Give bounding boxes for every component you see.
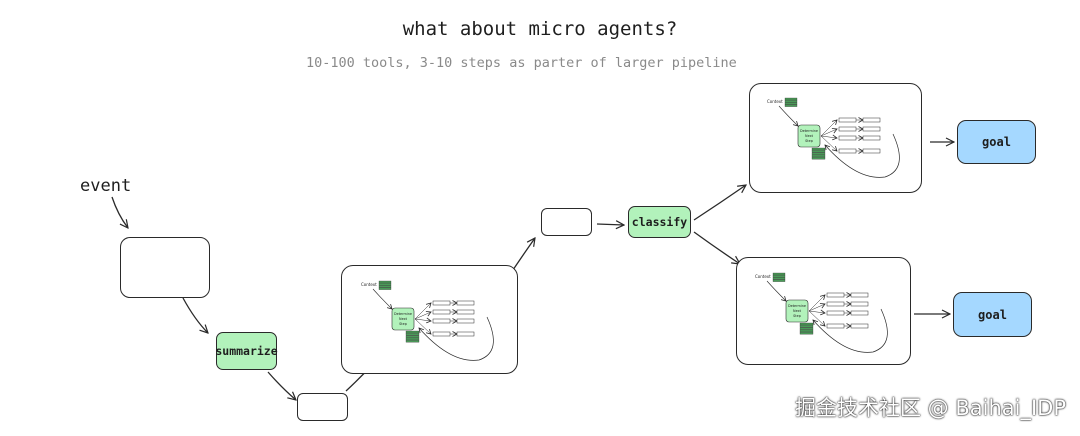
goal-node-top: goal [957,120,1036,164]
agent-container-bottom [736,257,911,365]
arrow-summarize-to-small-box [267,371,296,400]
empty-box [541,208,592,236]
arrow-event-to-box [111,196,128,228]
small-output-box [297,393,348,421]
arrow-empty-box-to-classify [596,224,624,225]
event-label: event [80,176,132,196]
goal-node-bottom: goal [953,292,1032,337]
arrow-classify-to-bottom-agent [693,231,740,264]
arrow-box-to-summarize [182,297,208,333]
summarize-node: summarize [215,332,278,370]
page-title: what about micro agents? [402,18,678,40]
agent-container-top [749,83,922,193]
agent-container-middle [341,265,518,374]
arrow-classify-to-top-agent [693,185,746,221]
watermark: 掘金技术社区 @ Baihai_IDP [795,396,1066,420]
classify-node: classify [628,206,691,238]
page-subtitle: 10-100 tools, 3-10 steps as parter of la… [306,55,737,71]
input-box [120,237,210,298]
